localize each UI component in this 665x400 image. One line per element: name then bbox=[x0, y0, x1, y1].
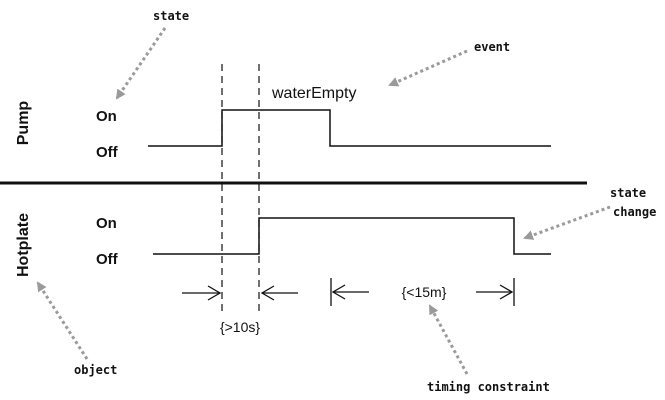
arrow-to-event bbox=[388, 49, 468, 87]
annotation-object: object bbox=[74, 363, 117, 377]
arrow-to-object bbox=[36, 281, 89, 360]
arrow-to-state bbox=[115, 27, 167, 100]
annotation-timing-constraint: timing constraint bbox=[427, 380, 550, 394]
pump-state-on: On bbox=[96, 108, 117, 125]
constraint-label-gt-10s: {>10s} bbox=[220, 319, 260, 335]
annotation-state: state bbox=[153, 9, 189, 23]
constraint-label-lt-15m: {<15m} bbox=[402, 284, 447, 300]
event-label-waterempty: waterEmpty bbox=[271, 85, 356, 102]
constraint-1-arrows bbox=[182, 285, 298, 301]
pump-timeline bbox=[148, 109, 551, 147]
annotation-event: event bbox=[474, 40, 510, 54]
annotation-arrows bbox=[36, 27, 611, 375]
arrow-to-timing-constraint bbox=[428, 304, 469, 375]
annotation-state-change-1: state bbox=[610, 186, 646, 200]
object-label-pump: Pump bbox=[15, 101, 32, 146]
annotation-state-change-2: change bbox=[613, 205, 656, 219]
hotplate-timeline bbox=[153, 217, 551, 255]
hotplate-state-off: Off bbox=[96, 251, 119, 268]
pump-state-off: Off bbox=[96, 144, 119, 161]
arrow-to-state-change bbox=[523, 205, 611, 240]
object-label-hotplate: Hotplate bbox=[15, 213, 32, 277]
hotplate-state-on: On bbox=[96, 215, 117, 232]
constraint-2-arrows bbox=[330, 278, 515, 306]
